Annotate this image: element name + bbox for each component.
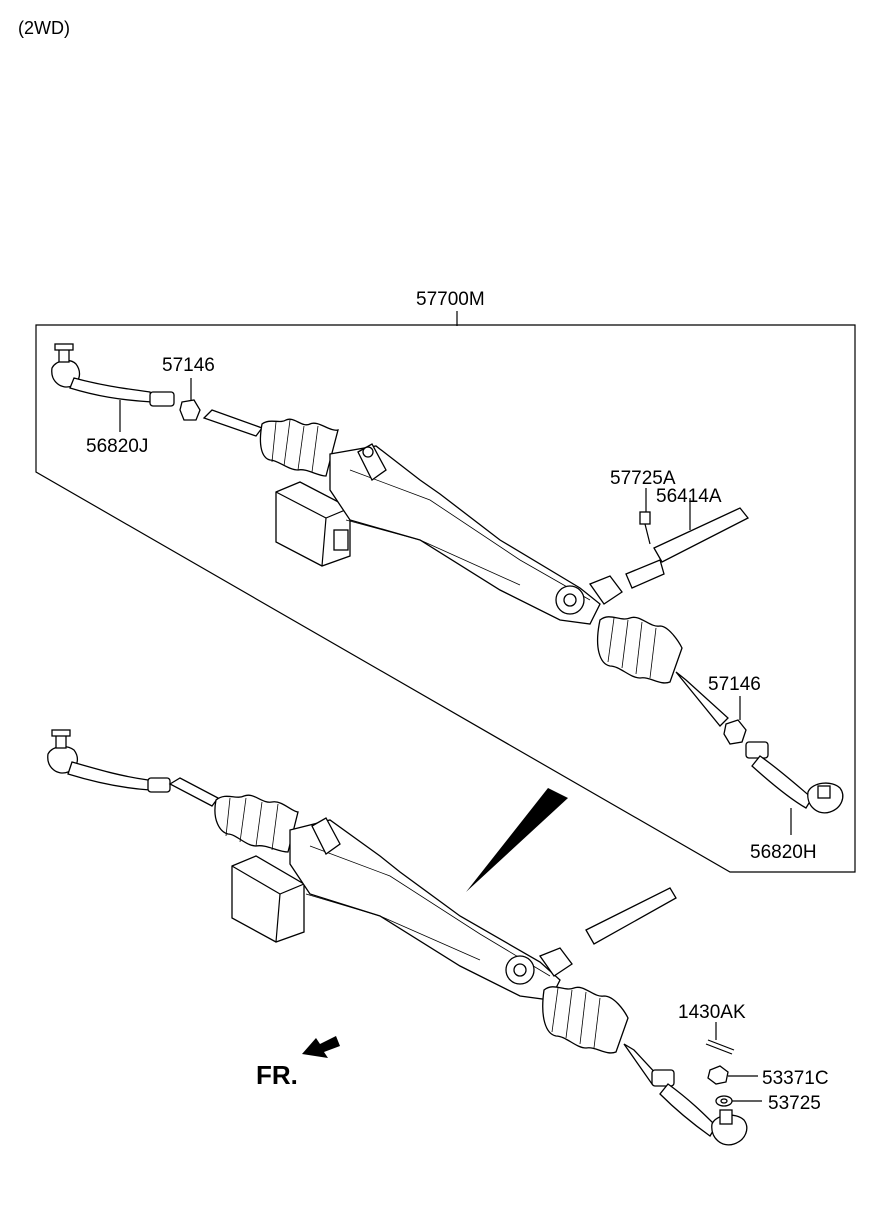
label-castle-nut: 53371C bbox=[762, 1068, 829, 1089]
front-arrow-icon bbox=[302, 1036, 340, 1058]
inner-tie-rod-left bbox=[202, 409, 264, 437]
bolt-57725A bbox=[639, 488, 651, 545]
cotter-pin-1430AK bbox=[705, 1022, 735, 1055]
upper-rack-assembly bbox=[51, 343, 844, 835]
label-lock-nut-right: 57146 bbox=[708, 674, 761, 695]
castle-nut-53371C bbox=[707, 1065, 758, 1085]
label-tie-rod-end-left: 56820J bbox=[86, 436, 148, 457]
washer-53725 bbox=[715, 1095, 762, 1107]
label-lock-nut-left: 57146 bbox=[162, 355, 215, 376]
ecu-motor-upper bbox=[275, 481, 351, 567]
variant-label: (2WD) bbox=[18, 18, 70, 38]
label-cotter-pin: 1430AK bbox=[678, 1002, 746, 1023]
tie-rod-end-left bbox=[51, 343, 175, 407]
lock-nut-left bbox=[179, 378, 201, 421]
assembly-frame bbox=[35, 324, 856, 873]
label-tie-rod-end-right: 56820H bbox=[750, 842, 817, 863]
rack-housing-upper bbox=[329, 443, 623, 625]
boot-left bbox=[259, 418, 339, 477]
boot-link-rod bbox=[625, 498, 750, 589]
assembly-label-57700M: 57700M bbox=[416, 289, 485, 310]
boot-right bbox=[596, 616, 683, 684]
front-direction-indicator: FR. bbox=[256, 1036, 340, 1090]
front-label: FR. bbox=[256, 1060, 298, 1090]
lower-rack-assembly bbox=[47, 729, 748, 1146]
label-washer: 53725 bbox=[768, 1093, 821, 1114]
label-boot-link: 56414A bbox=[656, 486, 722, 507]
tie-rod-end-right bbox=[745, 741, 844, 835]
inner-tie-rod-right bbox=[675, 671, 729, 727]
transition-wedge bbox=[466, 788, 568, 892]
lock-nut-right bbox=[723, 696, 747, 745]
label-bolt: 57725A bbox=[610, 468, 676, 489]
